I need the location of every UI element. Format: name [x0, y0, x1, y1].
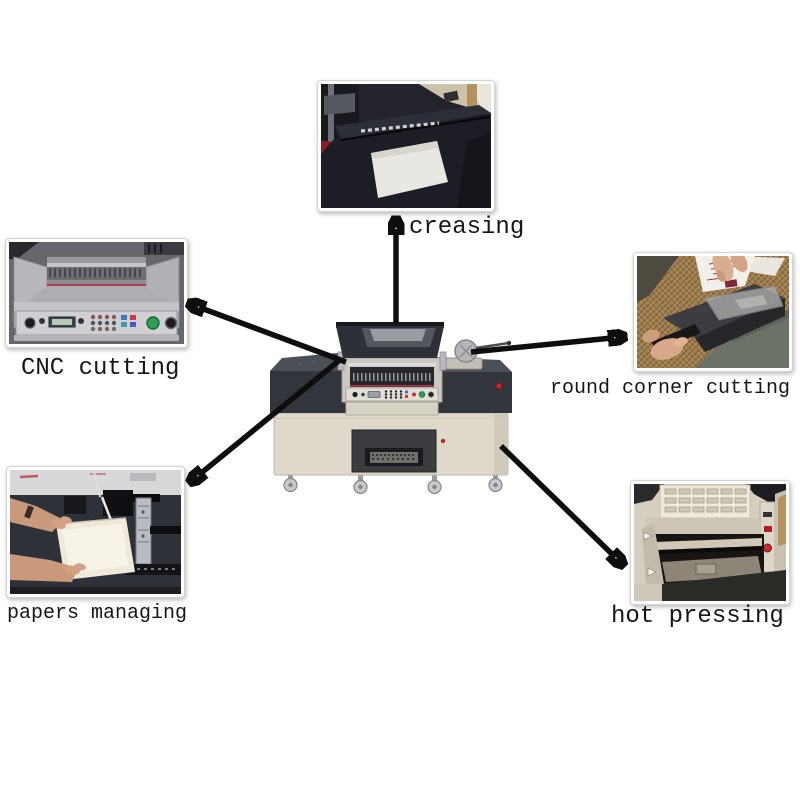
- cnc-cutting-photo-image: [9, 242, 184, 344]
- round-corner-cutting-label: round corner cutting: [550, 377, 791, 400]
- papers-managing-label: papers managing: [7, 602, 188, 625]
- hot-pressing-label: hot pressing: [611, 603, 784, 630]
- papers-managing-photo: [6, 466, 185, 598]
- round-corner-cutting-photo-image: [637, 256, 789, 368]
- creasing-photo: [317, 80, 495, 212]
- creasing-photo-image: [321, 84, 491, 208]
- machine-illustration: [266, 314, 516, 500]
- hot-pressing-photo: [630, 480, 790, 605]
- round-corner-cutting-photo: [633, 252, 793, 372]
- cnc-cutting-photo: [5, 238, 188, 348]
- machine-image: [270, 322, 512, 495]
- cnc-cutting-label: CNC cutting: [21, 355, 180, 382]
- papers-managing-photo-image: [10, 470, 181, 594]
- creasing-label: creasing: [409, 214, 525, 241]
- hot-pressing-photo-image: [634, 484, 786, 601]
- arrow-to-hot-pressing: [499, 444, 614, 556]
